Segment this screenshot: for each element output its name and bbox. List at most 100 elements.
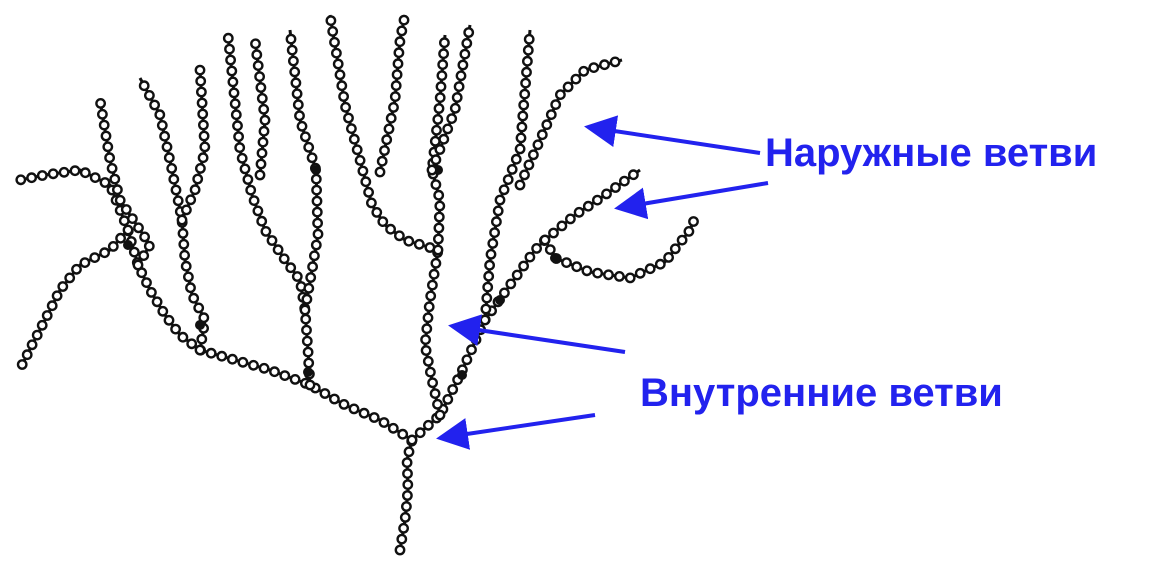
monomer-node: [347, 124, 355, 132]
monomer-node: [81, 169, 89, 177]
branch-branch-m: [516, 58, 622, 190]
monomer-node: [440, 135, 448, 143]
monomer-node: [549, 229, 557, 237]
monomer-node: [303, 337, 311, 345]
monomer-node: [615, 272, 623, 280]
monomer-node: [186, 284, 194, 292]
monomer-node: [523, 57, 531, 65]
monomer-node: [201, 143, 209, 151]
monomer-node: [184, 273, 192, 281]
monomer-node: [556, 90, 564, 98]
monomer-node: [439, 50, 447, 58]
monomer-node: [457, 72, 465, 80]
monomer-node: [128, 214, 136, 222]
monomer-node: [313, 197, 321, 205]
monomer-node: [207, 349, 215, 357]
monomer-node: [101, 178, 109, 186]
monomer-node: [270, 368, 278, 376]
monomer-node: [394, 60, 402, 68]
monomer-node: [199, 154, 207, 162]
arrow-outer-2: [618, 183, 768, 208]
monomer-node: [228, 67, 236, 75]
monomer-node: [490, 228, 498, 236]
monomer-node: [399, 430, 407, 438]
junction-node: [123, 240, 133, 250]
monomer-node: [433, 400, 441, 408]
monomer-node: [449, 385, 457, 393]
monomer-node: [538, 131, 546, 139]
monomer-node: [526, 253, 534, 261]
arrow-inner-2: [440, 415, 595, 438]
monomer-node: [258, 217, 266, 225]
monomer-node: [231, 100, 239, 108]
inner-branches-label: Внутренние ветви: [640, 373, 1003, 413]
branch-branch-e: [224, 34, 314, 389]
monomer-node: [310, 252, 318, 260]
monomer-node: [336, 71, 344, 79]
monomer-node: [224, 34, 232, 42]
monomer-node: [513, 271, 521, 279]
monomer-node: [158, 121, 166, 129]
junction-node: [457, 370, 467, 380]
monomer-node: [295, 112, 303, 120]
monomer-node: [27, 174, 35, 182]
monomer-node: [380, 146, 388, 154]
monomer-node: [195, 304, 203, 312]
monomer-node: [521, 90, 529, 98]
monomer-node: [81, 258, 89, 266]
monomer-node: [424, 421, 432, 429]
monomer-node: [626, 274, 634, 282]
branch-inner-left-main: [17, 167, 417, 445]
monomer-node: [160, 132, 168, 140]
monomer-node: [435, 104, 443, 112]
monomer-node: [671, 245, 679, 253]
monomer-node: [130, 248, 138, 256]
branch-line: [20, 170, 412, 440]
monomer-node: [308, 263, 316, 271]
monomer-node: [191, 186, 199, 194]
monomer-node: [421, 335, 429, 343]
monomer-node: [260, 127, 268, 135]
monomer-node: [455, 82, 463, 90]
monomer-node: [18, 360, 26, 368]
monomer-node: [459, 61, 467, 69]
monomer-node: [199, 110, 207, 118]
monomer-node: [196, 66, 204, 74]
monomer-node: [196, 346, 204, 354]
monomer-node: [116, 234, 124, 242]
monomer-node: [59, 282, 67, 290]
monomer-node: [281, 371, 289, 379]
monomer-node: [168, 164, 176, 172]
monomer-node: [188, 340, 196, 348]
monomer-node: [182, 206, 190, 214]
monomer-node: [678, 236, 686, 244]
monomer-node: [142, 278, 150, 286]
monomer-node: [378, 157, 386, 165]
monomer-node: [187, 196, 195, 204]
monomer-node: [180, 240, 188, 248]
monomer-node: [611, 58, 619, 66]
monomer-node: [391, 92, 399, 100]
monomer-node: [225, 45, 233, 53]
monomer-node: [165, 316, 173, 324]
monomer-node: [519, 112, 527, 120]
monomer-node: [109, 242, 117, 250]
monomer-node: [200, 132, 208, 140]
monomer-node: [656, 260, 664, 268]
monomer-node: [17, 176, 25, 184]
monomer-node: [405, 448, 413, 456]
monomer-node: [172, 186, 180, 194]
monomer-node: [350, 135, 358, 143]
monomer-node: [53, 292, 61, 300]
monomer-node: [403, 458, 411, 466]
monomer-node: [496, 196, 504, 204]
monomer-node: [575, 208, 583, 216]
branch-tree: [17, 15, 698, 554]
monomer-node: [260, 105, 268, 113]
monomer-node: [427, 292, 435, 300]
monomer-node: [685, 227, 693, 235]
monomer-node: [403, 469, 411, 477]
monomer-node: [232, 111, 240, 119]
monomer-node: [584, 202, 592, 210]
monomer-node: [489, 239, 497, 247]
